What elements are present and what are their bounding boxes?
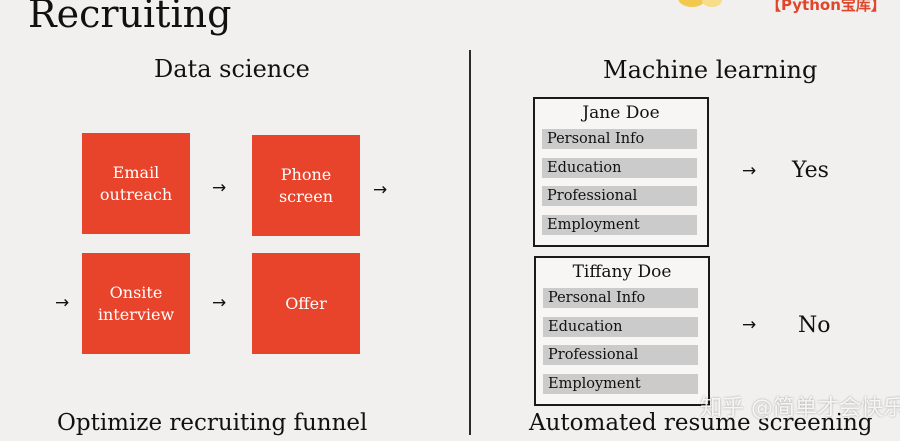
arrow-right-icon: → bbox=[55, 293, 70, 313]
field-employment: Employment bbox=[543, 374, 698, 394]
candidate-name: Tiffany Doe bbox=[572, 262, 672, 282]
field-education: Education bbox=[543, 317, 698, 337]
resume-card-jane: Jane Doe Personal Info Education Profess… bbox=[533, 97, 709, 247]
phone-screen-box: Phone screen bbox=[252, 135, 360, 236]
arrow-right-icon: → bbox=[212, 293, 227, 313]
left-caption: Optimize recruiting funnel bbox=[57, 410, 368, 436]
watermark-bottom: 知乎 @简单才会快乐 bbox=[700, 396, 900, 421]
logo-icon bbox=[678, 0, 722, 7]
slide-title: Recruiting bbox=[28, 0, 232, 36]
field-personal-info: Personal Info bbox=[542, 129, 697, 149]
decision-no: No bbox=[798, 313, 831, 338]
right-caption: Automated resume screening bbox=[529, 410, 873, 436]
field-professional: Professional bbox=[542, 186, 697, 206]
offer-box: Offer bbox=[252, 253, 360, 354]
arrow-right-icon: → bbox=[742, 161, 757, 181]
field-employment: Employment bbox=[542, 215, 697, 235]
data-science-heading: Data science bbox=[154, 55, 310, 83]
arrow-right-icon: → bbox=[373, 180, 388, 200]
machine-learning-heading: Machine learning bbox=[603, 56, 818, 84]
candidate-name: Jane Doe bbox=[582, 103, 660, 123]
field-education: Education bbox=[542, 158, 697, 178]
onsite-interview-box: Onsite interview bbox=[82, 253, 190, 354]
watermark-top: 【Python宝库】 bbox=[766, 0, 886, 14]
resume-card-tiffany: Tiffany Doe Personal Info Education Prof… bbox=[534, 256, 710, 406]
arrow-right-icon: → bbox=[742, 315, 757, 335]
field-personal-info: Personal Info bbox=[543, 288, 698, 308]
arrow-right-icon: → bbox=[212, 178, 227, 198]
vertical-divider bbox=[469, 50, 471, 435]
field-professional: Professional bbox=[543, 345, 698, 365]
decision-yes: Yes bbox=[792, 158, 829, 183]
email-outreach-box: Email outreach bbox=[82, 133, 190, 234]
